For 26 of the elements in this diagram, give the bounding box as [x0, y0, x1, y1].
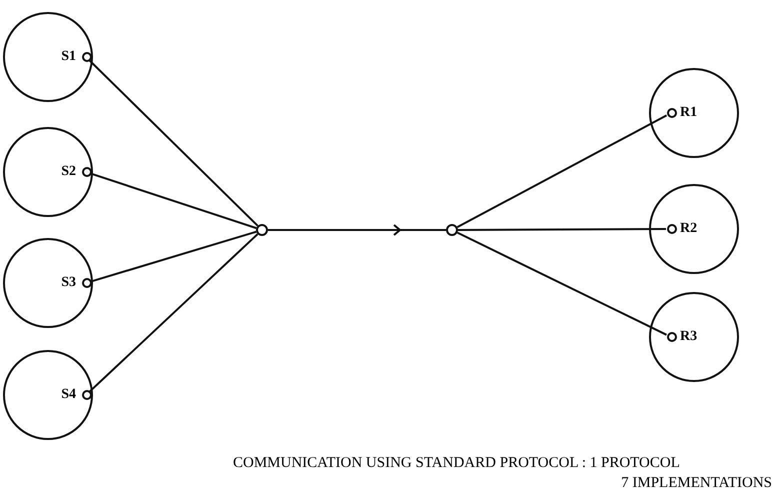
station-circle: [649, 292, 739, 382]
caption-text: 7 IMPLEMENTATIONS: [621, 474, 772, 492]
junction-node: [446, 224, 458, 236]
station-label: S2: [61, 163, 76, 181]
station-label: R2: [680, 220, 698, 238]
caption-text: COMMUNICATION USING STANDARD PROTOCOL : 1 PROTOCOL: [233, 454, 680, 472]
connector-line: [90, 230, 257, 283]
station-circle: [3, 238, 93, 328]
station-circle: [649, 68, 739, 158]
connector-line: [458, 228, 666, 231]
connector-line: [90, 172, 257, 230]
connector-line: [456, 114, 668, 228]
station-label: R1: [680, 104, 698, 122]
station-circle: [3, 12, 93, 102]
connector-line: [456, 232, 667, 336]
station-label: S4: [61, 386, 76, 404]
connector-line: [88, 60, 258, 226]
station-circle: [3, 350, 93, 440]
junction-node: [256, 224, 268, 236]
station-circle: [649, 184, 739, 274]
station-circle: [3, 127, 93, 217]
arrow: [268, 224, 446, 236]
station-label: S3: [61, 274, 76, 292]
station-label: R3: [680, 328, 698, 346]
station-label: S1: [61, 48, 76, 66]
connector-line: [88, 233, 258, 392]
